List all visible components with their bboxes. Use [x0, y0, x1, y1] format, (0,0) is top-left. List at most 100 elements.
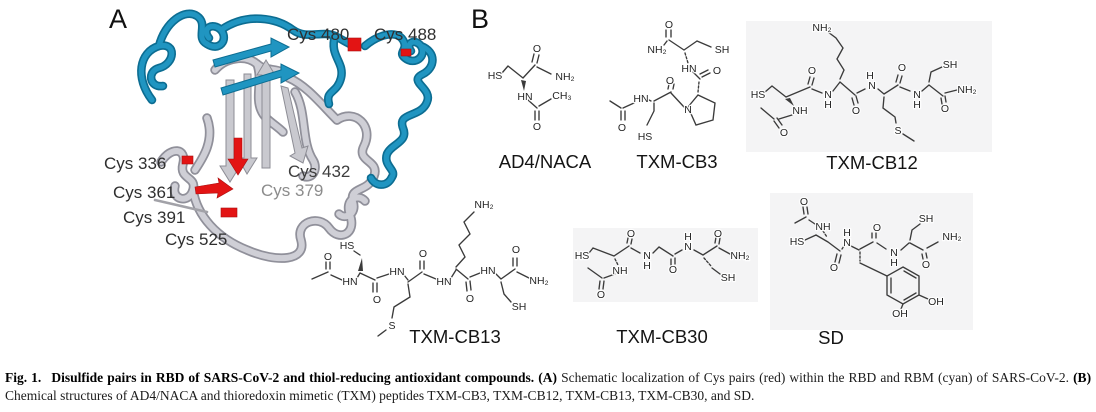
cys-label: Cys 480: [287, 25, 350, 44]
atom-label: HN: [389, 266, 404, 278]
atom-label: OH: [928, 296, 944, 308]
compound-name-txm-cb3: TXM-CB3: [636, 151, 718, 172]
atom-label: N: [643, 250, 651, 262]
atom-label: HS: [340, 240, 355, 252]
cys480-red-patch: [347, 37, 362, 52]
cys488-red-patch: [400, 48, 412, 57]
caption-a-marker: (A): [538, 370, 558, 385]
atom-label: NH: [792, 105, 807, 117]
atom-label: O: [533, 43, 541, 55]
atom-label: O: [830, 262, 838, 274]
compound-name-ad4-naca: AD4/NACA: [498, 151, 592, 172]
atom-label: O: [941, 103, 949, 115]
atom-label: N: [684, 241, 692, 253]
atom-label: SH: [919, 213, 934, 225]
caption-b-marker: (B): [1073, 370, 1092, 385]
compound-bg-txm-cb30: [573, 228, 758, 302]
atom-label: H: [824, 99, 832, 111]
atom-label: HN: [436, 276, 451, 288]
atom-label: O: [922, 259, 930, 271]
bonds: [794, 206, 939, 310]
atom-label: O: [665, 19, 673, 31]
atom-label: O: [713, 65, 721, 77]
caption-a-text: Schematic localization of Cys pairs (red…: [561, 370, 1069, 385]
atom-label: HS: [575, 250, 590, 262]
atom-label: H: [890, 257, 898, 269]
atom-label: HN: [342, 276, 357, 288]
atom-label: OH: [892, 308, 908, 320]
atom-label: NH₂: [730, 250, 749, 262]
atom-label: NH₂: [474, 199, 493, 211]
caption-fig-label: Fig. 1.: [5, 370, 42, 385]
bonds: [609, 29, 716, 126]
atom-label: O: [898, 62, 906, 74]
panel-b-label: B: [471, 4, 490, 34]
compound-name-txm-cb12: TXM-CB12: [826, 152, 918, 173]
atom-label: S: [388, 320, 395, 332]
atom-label: H: [684, 231, 692, 243]
atom-label: O: [512, 244, 520, 256]
atom-label: HS: [488, 70, 503, 82]
atom-label: NH₂: [555, 71, 574, 83]
atom-label: NH₂: [957, 84, 976, 96]
compound-name-txm-cb13: TXM-CB13: [409, 326, 501, 347]
cys-label: Cys 488: [374, 25, 437, 44]
atom-label: O: [373, 294, 381, 306]
atom-label: N: [684, 104, 692, 116]
caption-b-text: Chemical structures of AD4/NACA and thio…: [5, 387, 755, 403]
cys336-red-patch: [181, 155, 194, 165]
atom-label: SH: [512, 301, 527, 313]
atom-label: O: [419, 248, 427, 260]
atom-label: SH: [721, 272, 736, 284]
atom-label: N: [890, 247, 898, 259]
atom-label: HN: [681, 63, 696, 75]
atom-label: HS: [638, 131, 653, 143]
atom-label: O: [669, 264, 677, 276]
atom-label: NH: [612, 265, 627, 277]
cys379-red-arrow: [227, 137, 249, 176]
bonds: [311, 211, 530, 337]
compound-bg-sd: [770, 193, 973, 330]
cys-label: Cys 336: [104, 154, 167, 173]
atom-label: SH: [943, 59, 958, 71]
atom-label: S: [894, 125, 901, 137]
cys-label: Cys 432: [288, 162, 351, 181]
caption-title: Disulfide pairs in RBD of SARS-CoV-2 and…: [51, 370, 535, 385]
atom-label: O: [714, 228, 722, 240]
rbm-cyan-ribbon: [141, 14, 432, 185]
atom-label: O: [780, 127, 788, 139]
atom-label: O: [324, 251, 332, 263]
panel-a-label: A: [109, 4, 128, 34]
compound-name-sd: SD: [818, 327, 844, 348]
bonds: [760, 31, 958, 142]
atom-label: O: [852, 105, 860, 117]
protein-ribbon-diagram: [95, 0, 440, 270]
atom-label: O: [618, 122, 626, 134]
figure-caption: Fig. 1. Disulfide pairs in RBD of SARS-C…: [5, 369, 1091, 404]
atom-label: HN: [480, 265, 495, 277]
atom-label: O: [666, 75, 674, 87]
cys-label: Cys 361: [113, 183, 176, 202]
atom-label: N: [868, 80, 876, 92]
cys525-red-patch: [220, 207, 238, 218]
atom-label: NH₂: [942, 231, 961, 243]
atom-label: N: [843, 237, 851, 249]
atom-label: O: [466, 293, 474, 305]
cys-label: Cys 379: [261, 181, 324, 200]
atom-label: H: [643, 260, 651, 272]
atom-label: NH: [815, 221, 830, 233]
atom-label: HN: [517, 91, 532, 103]
compound-name-txm-cb30: TXM-CB30: [616, 326, 708, 347]
atom-label: N: [824, 89, 832, 101]
bonds: [501, 53, 552, 121]
atom-label: HN: [633, 93, 648, 105]
cys-red-patches: [181, 37, 412, 218]
atom-label: HS: [751, 89, 766, 101]
cys361-red-arrow: [194, 177, 234, 199]
atom-label: O: [627, 228, 635, 240]
